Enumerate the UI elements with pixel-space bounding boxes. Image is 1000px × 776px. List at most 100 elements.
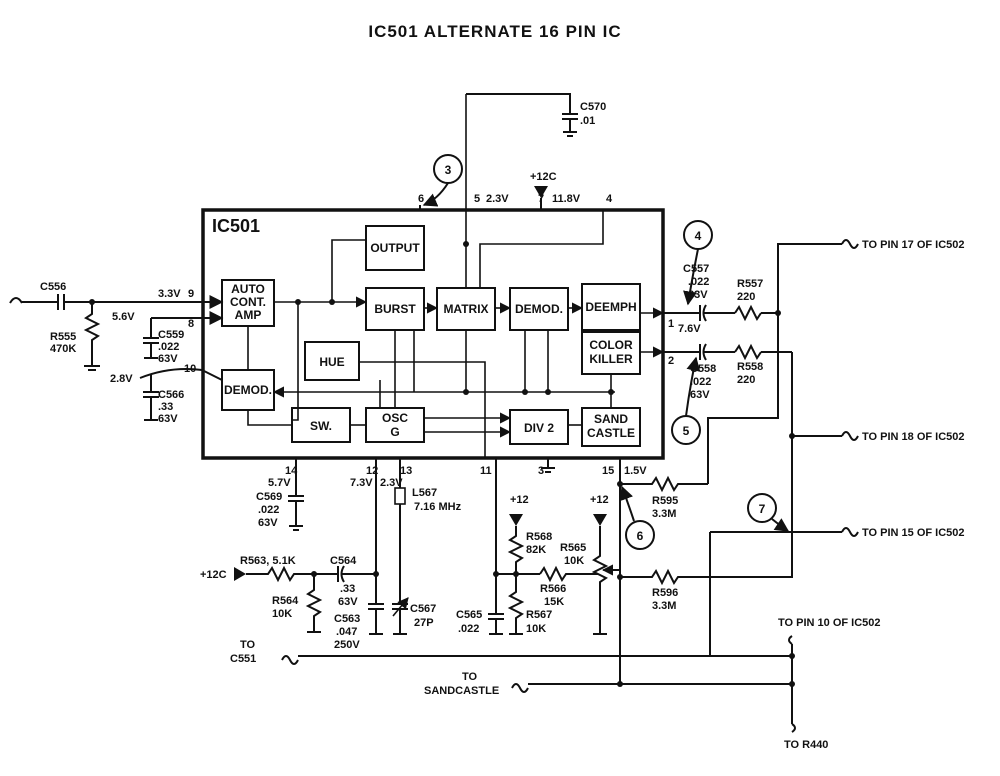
testpoint-5: 5 bbox=[671, 356, 701, 445]
svg-text:OSC: OSC bbox=[382, 411, 408, 425]
div2-block: DIV 2 bbox=[509, 409, 569, 445]
svg-text:.022: .022 bbox=[690, 376, 711, 388]
svg-text:4: 4 bbox=[606, 193, 613, 205]
svg-text:10K: 10K bbox=[272, 608, 292, 620]
svg-text:SAND: SAND bbox=[594, 412, 628, 426]
matrix-block: MATRIX bbox=[436, 287, 496, 331]
svg-text:2.3V: 2.3V bbox=[486, 193, 509, 205]
top-labels: C570 .01 +12C bbox=[530, 101, 606, 183]
svg-text:C570: C570 bbox=[580, 101, 606, 113]
svg-text:BURST: BURST bbox=[374, 302, 416, 316]
svg-text:15: 15 bbox=[602, 465, 614, 477]
svg-text:4: 4 bbox=[695, 229, 702, 243]
svg-text:CONT.: CONT. bbox=[230, 295, 266, 309]
deemph-block: DEEMPH bbox=[581, 283, 641, 331]
svg-text:R558: R558 bbox=[737, 361, 763, 373]
svg-text:14: 14 bbox=[285, 465, 298, 477]
svg-text:3.3M: 3.3M bbox=[652, 508, 676, 520]
svg-text:250V: 250V bbox=[334, 639, 360, 651]
svg-text:5.6V: 5.6V bbox=[112, 311, 135, 323]
svg-text:R566: R566 bbox=[540, 583, 566, 595]
svg-text:COLOR: COLOR bbox=[589, 338, 633, 352]
svg-text:15K: 15K bbox=[544, 596, 564, 608]
svg-text:63V: 63V bbox=[158, 413, 178, 425]
svg-text:10K: 10K bbox=[564, 555, 584, 567]
svg-text:2.3V: 2.3V bbox=[380, 477, 403, 489]
output-block: OUTPUT bbox=[365, 225, 425, 271]
svg-text:AMP: AMP bbox=[235, 308, 262, 322]
svg-text:R557: R557 bbox=[737, 278, 763, 290]
testpoint-7: 7 bbox=[747, 493, 790, 532]
hue-block: HUE bbox=[304, 341, 360, 381]
svg-text:6: 6 bbox=[637, 529, 644, 543]
svg-text:.33: .33 bbox=[340, 583, 355, 595]
testpoint-4: 4 bbox=[683, 220, 713, 306]
svg-text:C565: C565 bbox=[456, 609, 482, 621]
svg-text:C551: C551 bbox=[230, 653, 256, 665]
svg-text:27P: 27P bbox=[414, 617, 434, 629]
svg-text:TO PIN 15 OF IC502: TO PIN 15 OF IC502 bbox=[862, 527, 965, 539]
svg-text:DEEMPH: DEEMPH bbox=[585, 300, 636, 314]
sandcastle-block: SAND CASTLE bbox=[581, 407, 641, 447]
osc-block: OSC G bbox=[365, 407, 425, 443]
svg-text:R565: R565 bbox=[560, 542, 586, 554]
svg-text:63V: 63V bbox=[158, 353, 178, 365]
color-killer-block: COLOR KILLER bbox=[581, 331, 641, 375]
output-section bbox=[617, 239, 859, 656]
svg-text:R596: R596 bbox=[652, 587, 678, 599]
svg-text:5: 5 bbox=[474, 193, 480, 205]
ic501-label: IC501 bbox=[212, 216, 260, 236]
input-component-labels: C556 R555 470K C559 .022 63V C566 .33 63… bbox=[40, 281, 184, 425]
svg-text:.01: .01 bbox=[580, 115, 595, 127]
demod-block-2: DEMOD. bbox=[221, 369, 275, 411]
svg-text:470K: 470K bbox=[50, 343, 76, 355]
svg-text:82K: 82K bbox=[526, 544, 546, 556]
svg-text:7: 7 bbox=[759, 502, 766, 516]
svg-text:.022: .022 bbox=[458, 623, 479, 635]
svg-text:3: 3 bbox=[538, 465, 544, 477]
diagram-title: IC501 ALTERNATE 16 PIN IC bbox=[368, 22, 621, 41]
svg-text:220: 220 bbox=[737, 374, 755, 386]
svg-text:.022: .022 bbox=[688, 276, 709, 288]
svg-text:2: 2 bbox=[668, 355, 674, 367]
svg-text:C567: C567 bbox=[410, 603, 436, 615]
svg-text:TO: TO bbox=[462, 671, 478, 683]
svg-text:1.5V: 1.5V bbox=[624, 465, 647, 477]
svg-text:5.7V: 5.7V bbox=[268, 477, 291, 489]
demod-block-1: DEMOD. bbox=[509, 287, 569, 331]
internal-wiring bbox=[247, 94, 665, 458]
svg-text:7.6V: 7.6V bbox=[678, 323, 701, 335]
testpoint-3: 3 bbox=[433, 154, 463, 184]
svg-text:SW.: SW. bbox=[310, 419, 332, 433]
svg-text:3.3M: 3.3M bbox=[652, 600, 676, 612]
svg-text:1: 1 bbox=[668, 318, 674, 330]
svg-text:TO: TO bbox=[240, 639, 256, 651]
svg-text:3: 3 bbox=[445, 163, 452, 177]
svg-text:9: 9 bbox=[188, 288, 194, 300]
svg-text:C563: C563 bbox=[334, 613, 360, 625]
svg-text:3.3V: 3.3V bbox=[158, 288, 181, 300]
svg-text:10K: 10K bbox=[526, 623, 546, 635]
svg-text:R567: R567 bbox=[526, 609, 552, 621]
bottom-section bbox=[234, 458, 796, 733]
svg-text:8: 8 bbox=[188, 318, 194, 330]
svg-text:220: 220 bbox=[737, 291, 755, 303]
svg-text:.047: .047 bbox=[336, 626, 357, 638]
svg-text:11: 11 bbox=[480, 465, 492, 477]
svg-text:+12C: +12C bbox=[200, 569, 227, 581]
svg-text:R564: R564 bbox=[272, 595, 299, 607]
svg-text:+12: +12 bbox=[510, 494, 529, 506]
svg-text:C566: C566 bbox=[158, 389, 184, 401]
svg-text:.022: .022 bbox=[158, 341, 179, 353]
svg-text:OUTPUT: OUTPUT bbox=[370, 241, 420, 255]
svg-text:63V: 63V bbox=[690, 389, 710, 401]
svg-text:6: 6 bbox=[418, 193, 424, 205]
svg-text:7.3V: 7.3V bbox=[350, 477, 373, 489]
svg-text:L567: L567 bbox=[412, 487, 437, 499]
svg-text:DEMOD.: DEMOD. bbox=[515, 302, 563, 316]
svg-text:2.8V: 2.8V bbox=[110, 373, 133, 385]
svg-text:C564: C564 bbox=[330, 555, 357, 567]
svg-text:R568: R568 bbox=[526, 531, 552, 543]
svg-text:13: 13 bbox=[400, 465, 412, 477]
svg-text:C558: C558 bbox=[690, 363, 716, 375]
